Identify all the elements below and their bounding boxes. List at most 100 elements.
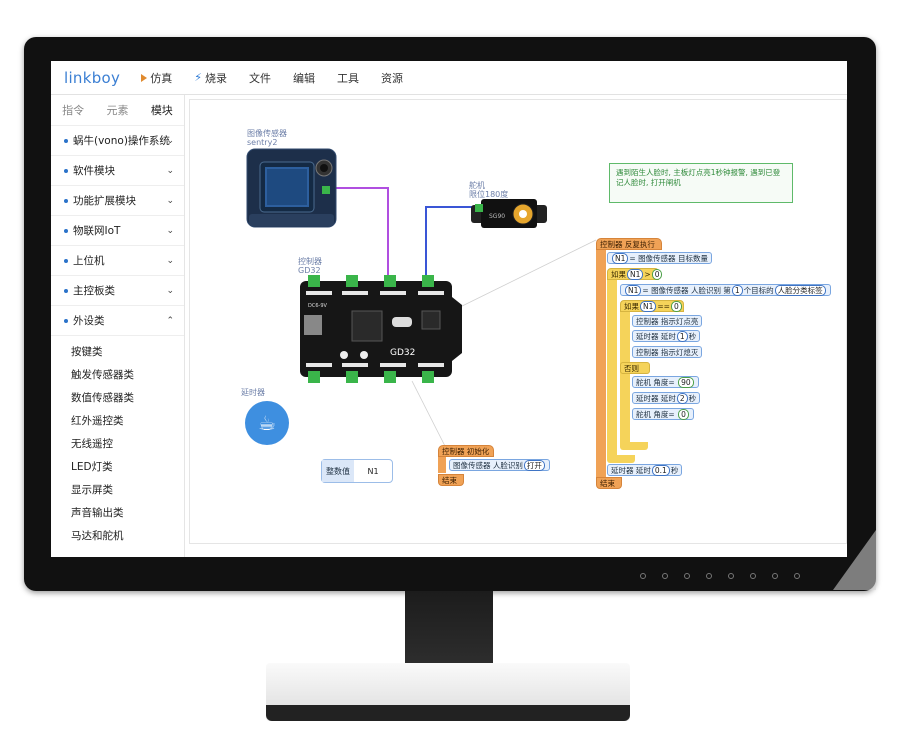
bullet-icon [64,228,68,233]
app-window: linkboy 仿真 ⚡ 烧录 文件 编辑 工具 资源 指令 元素 模块 蜗牛(… [51,61,847,557]
sidebar-subitem[interactable]: 无线遥控 [71,438,113,450]
design-canvas[interactable]: 图像传感器 sentry2 舵机 限位180度 SG90 控制器 GD32 [189,99,847,544]
menu-file[interactable]: 文件 [248,71,271,85]
link-line [451,239,597,312]
block-text: 个目标的 [743,286,774,295]
servo-limit-label: 限位180度 [469,190,509,199]
block-value[interactable]: 打开 [523,460,545,471]
tab-modules[interactable]: 模块 [150,104,173,117]
comment-note[interactable]: 遇到陌生人脸时, 主板灯点亮1秒钟报警, 遇到已登记人脸时, 打开闸机 [609,163,793,203]
block-init-end[interactable]: 结束 [438,474,464,486]
var-pill[interactable]: N1 [627,269,644,280]
block-text: 延时器 延时 [611,466,651,475]
wire-servo [425,206,477,281]
sidebar-subitem[interactable]: 触发传感器类 [71,369,134,381]
bullet-icon [64,288,68,293]
delay-label: 延时器 [241,388,265,397]
variable-type: 整数值 [322,460,354,482]
block-led-off[interactable]: 控制器 指示灯熄灭 [632,346,703,358]
variable-name: N1 [367,466,379,476]
value-pill[interactable]: 1 [731,285,743,296]
sidebar-category-os[interactable]: 蜗牛(vono)操作系统⌄ [51,126,184,156]
block-loop-spine [596,250,606,477]
menu-tools[interactable]: 工具 [336,71,359,85]
sidebar-subitem[interactable]: 显示屏类 [71,484,113,496]
value-pill[interactable]: 2 [676,393,688,404]
block-led-on[interactable]: 控制器 指示灯点亮 [632,315,703,327]
sidebar-category-peripherals[interactable]: 外设类⌃ [51,306,184,336]
value-pill[interactable]: 0 [678,409,689,420]
block-servo-90[interactable]: 舵机 角度= 90 [632,376,699,388]
value-pill[interactable]: 0 [651,269,663,280]
category-label: 功能扩展模块 [73,195,136,207]
block-loop-end[interactable]: 结束 [596,477,622,489]
sidebar-subitem[interactable]: 红外遥控类 [71,415,124,427]
image-sensor-module[interactable] [246,148,337,228]
field-pill[interactable]: 人脸分类标签 [774,285,826,296]
block-loop-header[interactable]: 控制器 反复执行 [596,238,662,250]
sidebar-category-software[interactable]: 软件模块⌄ [51,156,184,186]
svg-text:SG90: SG90 [489,213,505,220]
var-pill[interactable]: N1 [640,301,657,312]
value-pill[interactable]: 0.1 [651,465,670,476]
menu-flash[interactable]: ⚡ 烧录 [194,70,227,86]
app-logo: linkboy [64,68,121,87]
monitor-button [684,573,690,579]
monitor-neck [405,591,493,663]
tab-instructions[interactable]: 指令 [62,104,85,117]
sidebar-category-host[interactable]: 上位机 ⌄ [51,246,184,276]
block-text: 延时器 延时 [636,394,676,403]
block-text: 秒 [688,394,697,403]
lightning-icon: ⚡ [194,71,202,84]
block-face-recognition[interactable]: 图像传感器 人脸识别打开 [449,459,550,471]
coffee-cup-icon[interactable]: ☕ [245,401,289,445]
menu-resources[interactable]: 资源 [380,71,403,85]
category-label: 上位机 [73,255,105,267]
chevron-down-icon: ⌄ [166,135,174,146]
block-init-header[interactable]: 控制器 初始化 [438,445,494,457]
sidebar-subitem[interactable]: 马达和舵机 [71,530,124,542]
integer-variable[interactable]: 整数值 N1 [321,459,393,483]
bullet-icon [64,138,68,143]
monitor-button [794,573,800,579]
sidebar-subitem[interactable]: LED灯类 [71,461,113,473]
value-pill[interactable]: 1 [676,331,688,342]
sidebar-category-boards[interactable]: 主控板类 ⌄ [51,276,184,306]
servo-label: 舵机 [469,181,485,190]
var-pill[interactable]: N1 [612,253,629,264]
sidebar: 指令 元素 模块 蜗牛(vono)操作系统⌄ 软件模块⌄ 功能扩展模块⌄ 物联网… [51,95,185,557]
menu-simulate[interactable]: 仿真 [141,70,172,86]
menu-edit[interactable]: 编辑 [292,71,315,85]
sidebar-subitem[interactable]: 声音输出类 [71,507,124,519]
category-label: 主控板类 [73,285,115,297]
block-text: 图像传感器 人脸识别 [453,461,523,470]
controller-board[interactable]: DC6-9V GD32 [300,275,462,385]
tab-elements[interactable]: 元素 [106,104,129,117]
chevron-down-icon: ⌄ [166,255,174,266]
value-pill[interactable]: 0 [670,301,682,312]
controller-model-label: GD32 [298,266,321,275]
value-pill[interactable]: 90 [678,377,694,388]
sidebar-subitem[interactable]: 数值传感器类 [71,392,134,404]
sidebar-category-iot[interactable]: 物联网IoT⌄ [51,216,184,246]
category-label: 软件模块 [73,165,115,177]
monitor-base-edge [266,705,630,721]
board-name: GD32 [390,348,415,358]
bullet-icon [64,198,68,203]
servo-module[interactable]: SG90 [471,196,547,230]
sidebar-category-extension[interactable]: 功能扩展模块⌄ [51,186,184,216]
block-servo-0[interactable]: 舵机 角度= 0 [632,408,694,420]
sidebar-subitem[interactable]: 按键类 [71,346,103,358]
block-text: 如果 [624,302,639,311]
bullet-icon [64,168,68,173]
block-else[interactable]: 否则 [620,362,650,374]
chevron-down-icon: ⌄ [166,285,174,296]
var-pill[interactable]: N1 [625,285,642,296]
block-assign-count[interactable]: N1= 图像传感器 目标数量 [607,252,712,264]
